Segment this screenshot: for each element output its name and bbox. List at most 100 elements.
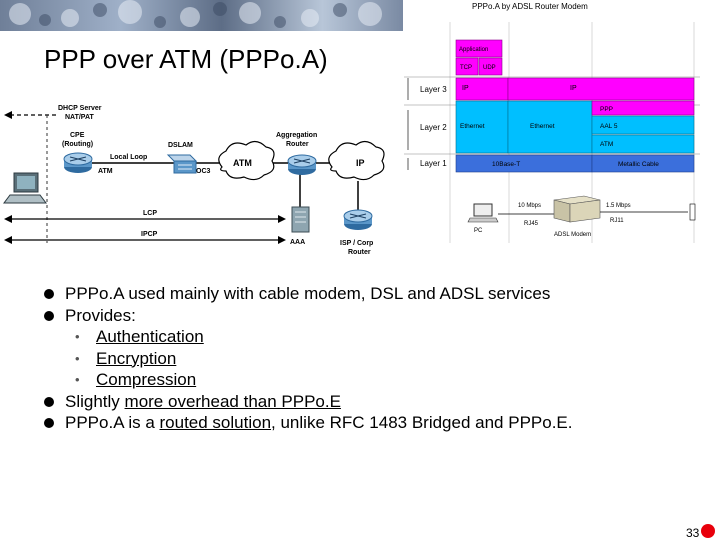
isp-router-icon xyxy=(343,209,373,230)
bullet-text: Encryption xyxy=(96,348,176,370)
bullet-dot-icon xyxy=(44,289,54,299)
text-span: Slightly xyxy=(65,391,125,411)
dslam-icon xyxy=(166,154,198,174)
tcp-label: TCP xyxy=(460,65,472,71)
routing-label: (Routing) xyxy=(62,141,93,148)
ppp-label: PPP xyxy=(600,106,613,113)
tenbaset-label: 10Base-T xyxy=(492,161,520,168)
ipcp-arrow-left-head xyxy=(4,236,12,244)
bullet-list: PPPo.A used mainly with cable modem, DSL… xyxy=(44,283,684,434)
stack-title: PPPo.A by ADSL Router Modem xyxy=(472,2,588,11)
bullet-text: Compression xyxy=(96,369,196,391)
sub-bullet-item: • Encryption xyxy=(44,348,684,370)
red-dot-icon xyxy=(701,524,715,538)
aggregation-label: Aggregation xyxy=(276,132,317,139)
bullet-dot-icon xyxy=(44,310,54,321)
sub-bullet-item: • Authentication xyxy=(44,326,684,348)
slide-title: PPP over ATM (PPPo.A) xyxy=(44,44,328,74)
ethernet-right-box xyxy=(507,100,593,154)
application-label: Application xyxy=(459,47,488,53)
underlined-text-span: Encryption xyxy=(96,348,177,368)
bullet-text: Provides: xyxy=(65,305,136,327)
isp-corp-label: ISP / Corp xyxy=(340,240,373,247)
stack-pc-icon xyxy=(467,203,499,223)
wall-jack-icon xyxy=(689,203,696,221)
dslam-label: DSLAM xyxy=(168,142,193,149)
ip-right-box xyxy=(507,77,695,101)
bullet-dot-icon xyxy=(44,396,54,407)
pc-workstation-icon xyxy=(3,172,47,204)
ip-right-label: IP xyxy=(570,85,577,92)
oc3-label: OC3 xyxy=(196,168,211,175)
atm-cloud-label: ATM xyxy=(233,158,252,168)
layer2-label: Layer 2 xyxy=(420,123,447,132)
bullet-dot-icon xyxy=(44,418,54,428)
lcp-label: LCP xyxy=(143,210,157,217)
udp-box xyxy=(478,57,503,76)
atm-stack-label: ATM xyxy=(600,141,613,148)
ethernet-right-label: Ethernet xyxy=(530,123,555,130)
local-loop-label: Local Loop xyxy=(110,154,147,161)
rj45-label: RJ45 xyxy=(524,221,539,227)
sub-bullet-dot-icon: • xyxy=(75,350,80,366)
text-span: PPPo.A used mainly with cable modem, DSL… xyxy=(65,284,551,303)
bullet-item: PPPo.A is a routed solution, unlike RFC … xyxy=(44,412,684,434)
cpe-router-icon xyxy=(63,152,93,173)
bullet-text: Authentication xyxy=(96,326,204,348)
speed1-label: 10 Mbps xyxy=(518,203,541,209)
metallic-box xyxy=(591,154,695,173)
cpe-label: CPE xyxy=(70,132,85,139)
banner-pattern xyxy=(9,0,382,28)
ethernet-left-box xyxy=(455,100,509,154)
adsl-modem-icon xyxy=(553,195,601,223)
ipcp-label: IPCP xyxy=(141,231,158,238)
stack-pc-label: PC xyxy=(474,228,483,234)
application-box xyxy=(455,39,503,58)
bullet-text: Slightly more overhead than PPPo.E xyxy=(65,391,341,413)
nat-pat-label: NAT/PAT xyxy=(65,114,94,121)
atm-cloud-icon xyxy=(218,140,275,181)
text-span: , unlike RFC 1483 Bridged and PPPo.E. xyxy=(271,413,573,432)
dhcp-arrow-head xyxy=(4,111,12,119)
underlined-text-span: Compression xyxy=(96,370,197,389)
bullet-text: PPPo.A is a routed solution, unlike RFC … xyxy=(65,412,572,434)
bullet-item: PPPo.A used mainly with cable modem, DSL… xyxy=(44,283,684,305)
sub-bullet-dot-icon: • xyxy=(75,372,80,387)
aal5-box xyxy=(591,115,695,135)
bullet-item: Provides: xyxy=(44,305,684,327)
lcp-arrow-right-head xyxy=(278,215,286,223)
aggregation-router-icon xyxy=(287,154,317,175)
bullet-item: Slightly more overhead than PPPo.E xyxy=(44,391,684,413)
underlined-text-span: Authentication xyxy=(96,327,204,346)
text-span: PPPo.A is a xyxy=(65,413,160,432)
header-banner-image xyxy=(0,0,403,31)
underlined-text-span: more overhead than PPPo.E xyxy=(124,391,341,411)
underlined-text-span: routed solution xyxy=(159,413,272,432)
metallic-label: Metallic Cable xyxy=(618,161,659,168)
speed2-label: 1.5 Mbps xyxy=(606,203,631,209)
atm-stack-box xyxy=(591,134,695,154)
ip-left-label: IP xyxy=(462,85,469,92)
pppoa-network-diagram: DHCP Server NAT/PAT CPE (Routing) ATM Lo… xyxy=(3,105,385,256)
lcp-arrow-left-head xyxy=(4,215,12,223)
text-span: Provides: xyxy=(65,305,136,325)
isp-router-label: Router xyxy=(348,249,371,256)
rj11-label: RJ11 xyxy=(610,218,624,224)
layer3-label: Layer 3 xyxy=(420,85,447,94)
page-number: 33 xyxy=(686,526,700,540)
ipcp-arrow-right-head xyxy=(278,236,286,244)
aaa-label: AAA xyxy=(290,239,305,246)
ppp-box xyxy=(591,100,695,116)
tenbaset-box xyxy=(455,154,593,173)
pppoa-stack-diagram: PPPo.A by ADSL Router Modem Layer 3 Laye… xyxy=(404,2,700,243)
sub-bullet-dot-icon: • xyxy=(75,329,80,344)
dhcp-server-label: DHCP Server xyxy=(58,105,102,112)
aggregation-router-label: Router xyxy=(286,141,309,148)
atm-small-label: ATM xyxy=(98,168,113,175)
modem-label: ADSL Modem xyxy=(554,232,591,238)
sub-bullet-item: • Compression xyxy=(44,369,684,391)
ip-cloud-label: IP xyxy=(356,158,365,168)
tcp-box xyxy=(455,57,479,76)
udp-label: UDP xyxy=(483,65,496,71)
ethernet-left-label: Ethernet xyxy=(460,123,485,130)
